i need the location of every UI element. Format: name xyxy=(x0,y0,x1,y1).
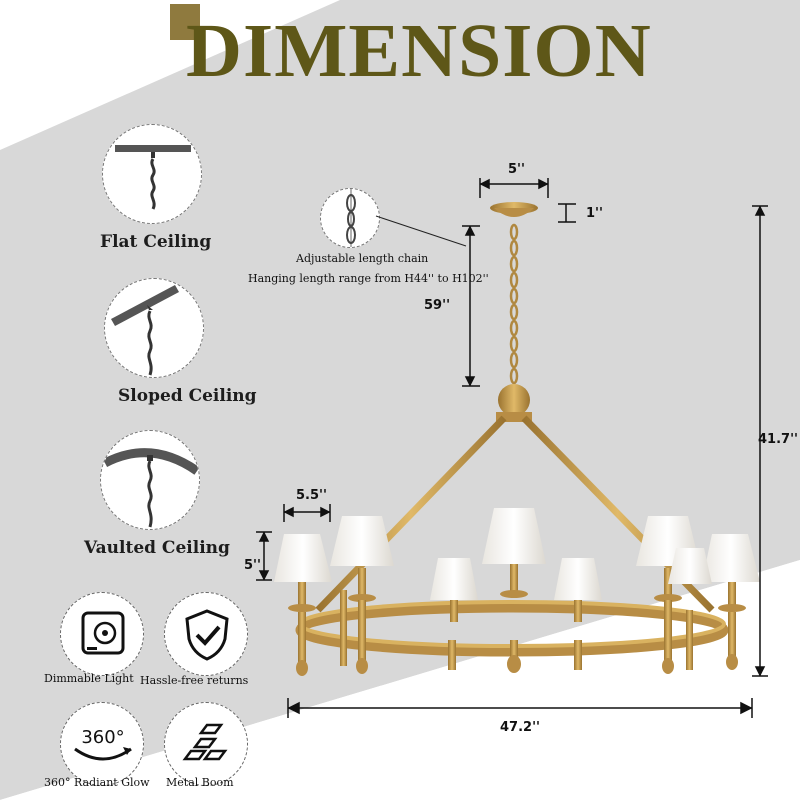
title-accent xyxy=(170,4,200,40)
shade-height-label: 5'' xyxy=(244,558,262,573)
flat-ceiling-illustration xyxy=(102,124,202,224)
chain-pointer-line xyxy=(375,215,467,247)
total-width-label: 47.2'' xyxy=(500,720,541,735)
rotate-360-icon-text: 360° xyxy=(81,727,124,748)
vaulted-ceiling-label: Vaulted Ceiling xyxy=(84,538,230,558)
chain-note-line2: Hanging length range from H44'' to H102'… xyxy=(248,272,489,285)
rotate-360-icon: 360° xyxy=(60,702,144,786)
canopy-height-label: 1'' xyxy=(586,206,604,221)
shade-width-label: 5.5'' xyxy=(296,488,327,503)
metal-bars-icon xyxy=(164,702,248,786)
flat-ceiling-label: Flat Ceiling xyxy=(100,232,212,252)
radiant-glow-label: 360° Radiant Glow xyxy=(44,776,150,789)
total-height-label: 41.7'' xyxy=(758,432,799,447)
chain-note-line1: Adjustable length chain xyxy=(296,252,429,265)
shield-check-icon xyxy=(164,592,248,676)
hassle-free-returns-label: Hassle-free returns xyxy=(140,674,249,687)
metal-boom-label: Metal Boom xyxy=(166,776,234,789)
dimmable-light-label: Dimmable Light xyxy=(44,672,134,685)
page-title: DIMENSION xyxy=(186,9,652,93)
vaulted-ceiling-illustration xyxy=(100,430,200,530)
chain-length-label: 59'' xyxy=(424,298,451,313)
dimmer-icon xyxy=(60,592,144,676)
chain-detail-illustration xyxy=(320,188,380,248)
canopy-width-label: 5'' xyxy=(508,162,526,177)
sloped-ceiling-illustration xyxy=(104,278,204,378)
sloped-ceiling-label: Sloped Ceiling xyxy=(118,386,257,406)
